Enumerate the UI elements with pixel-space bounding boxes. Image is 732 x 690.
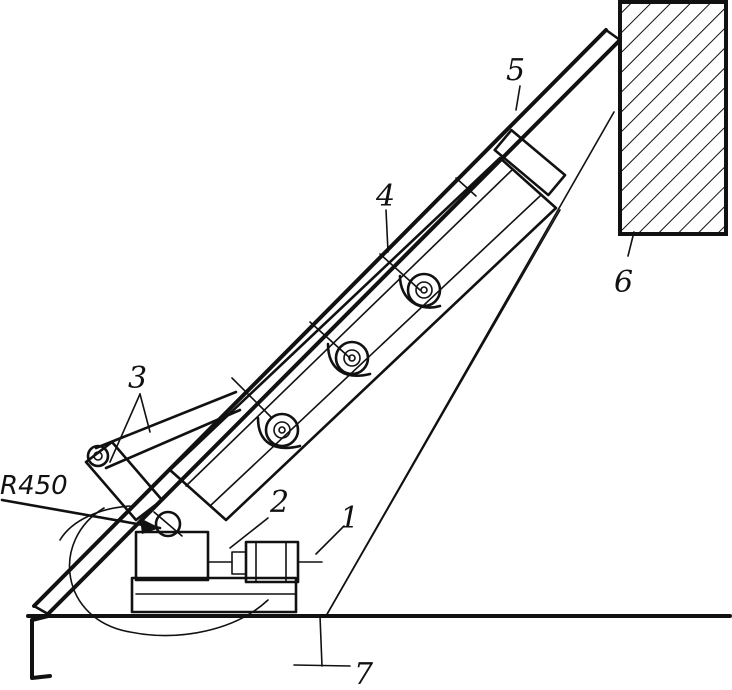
leader-lines	[109, 85, 635, 555]
label-motor: 1	[340, 501, 359, 536]
swing-radius-arc	[0, 498, 269, 637]
roller-middle	[326, 340, 372, 377]
tilt-link	[84, 390, 242, 522]
label-boom: 5	[506, 53, 525, 88]
wall-block	[618, 0, 728, 236]
label-carriage: 4	[375, 179, 395, 214]
ground-line	[26, 614, 732, 680]
label-ground: 7	[354, 657, 374, 690]
boom	[32, 28, 622, 616]
carriage-frame	[168, 128, 567, 522]
label-tilt-link: 3	[128, 361, 147, 396]
label-wall: 6	[614, 265, 633, 300]
label-gearbox: 2	[269, 485, 289, 520]
gearbox	[130, 530, 298, 614]
roller-upper	[398, 272, 442, 309]
support-strut	[293, 111, 615, 667]
motor	[207, 540, 323, 584]
label-radius: R450	[0, 471, 68, 501]
roller-lower	[256, 412, 302, 450]
